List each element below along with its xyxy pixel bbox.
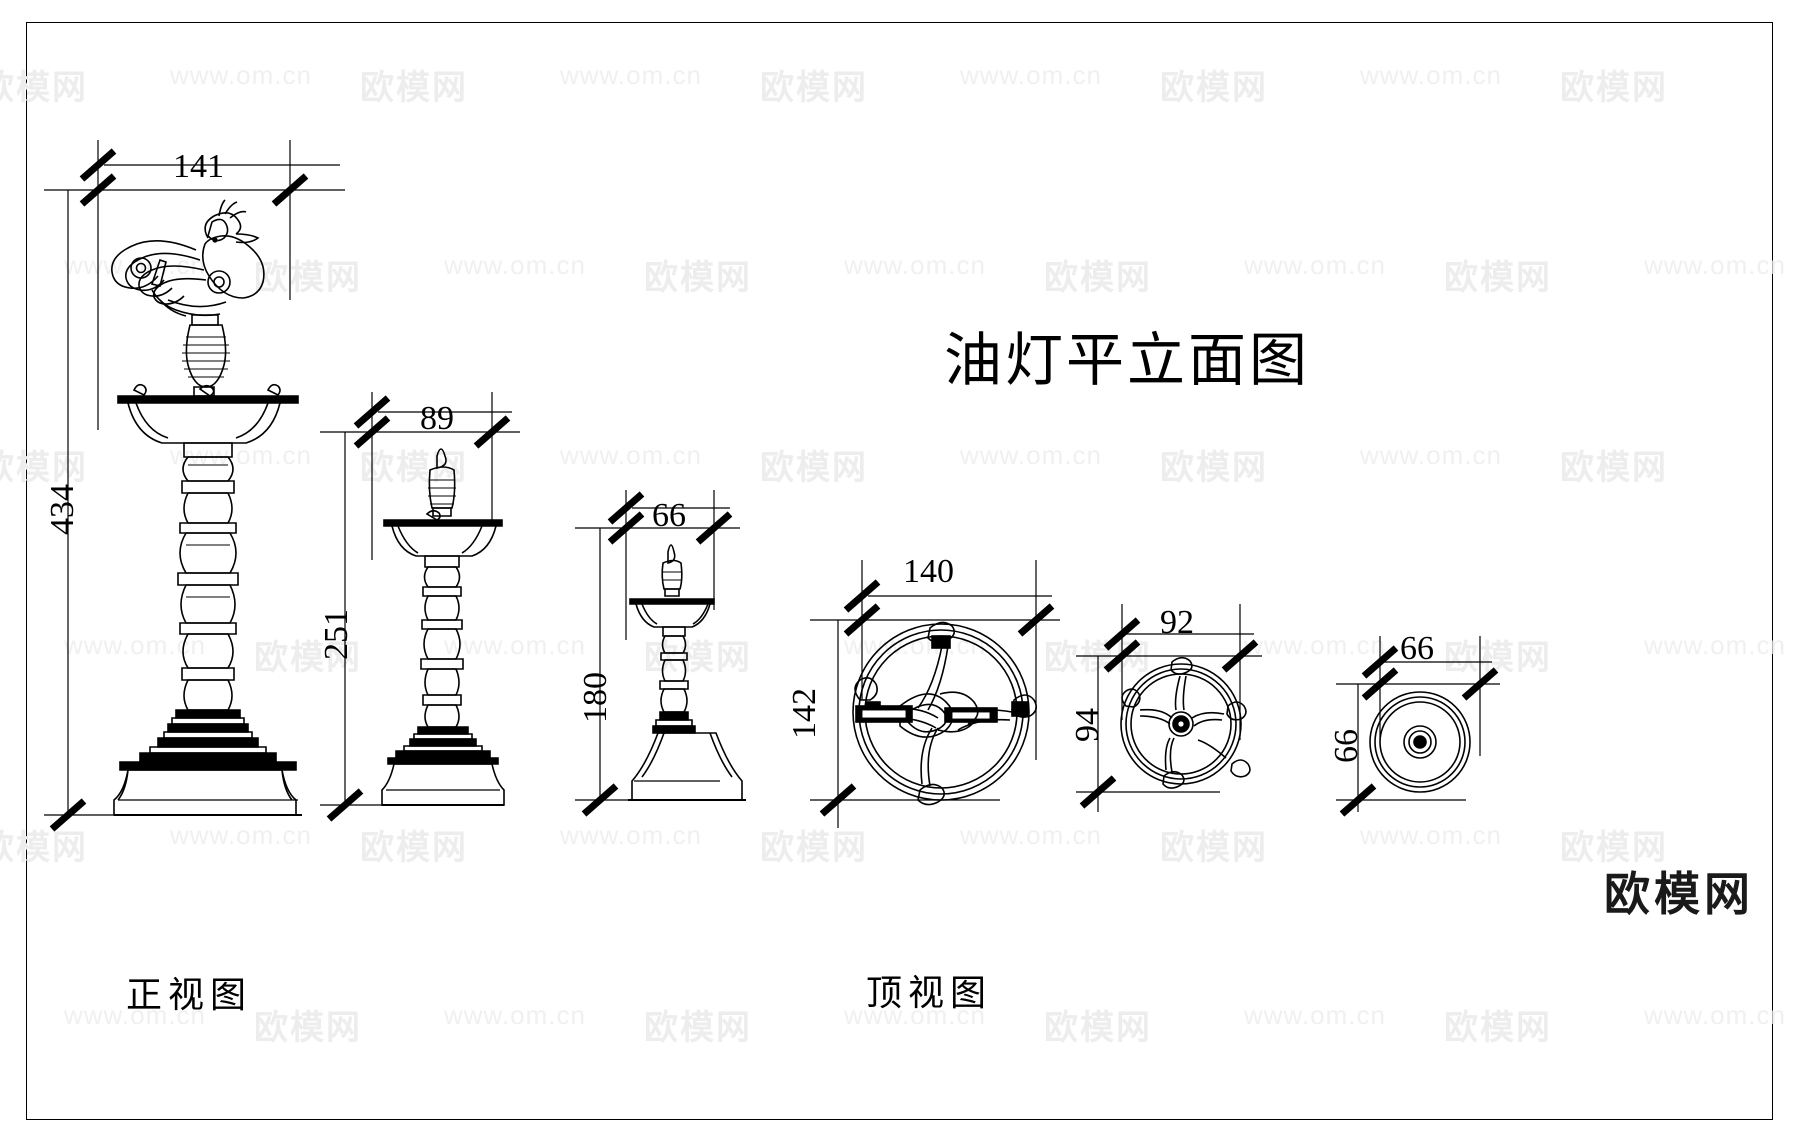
dimension-180: 180 — [577, 672, 614, 723]
dimension-142: 142 — [786, 688, 823, 739]
dimension-141: 141 — [173, 148, 224, 185]
dimension-94: 94 — [1069, 708, 1106, 742]
front-view-label: 正视图 — [126, 975, 253, 1015]
dimension-66-plan-height: 66 — [1328, 729, 1365, 763]
dimension-66-small-width: 66 — [652, 497, 686, 534]
drawing-title: 油灯平立面图 — [944, 328, 1311, 393]
plan-large — [810, 560, 1060, 828]
elevation-small — [575, 490, 746, 814]
dimension-66-plan-width: 66 — [1400, 630, 1434, 667]
dimension-89: 89 — [420, 400, 454, 437]
dimension-434: 434 — [44, 484, 81, 535]
dimension-251: 251 — [318, 609, 355, 660]
sheet-border-left — [26, 22, 27, 1120]
dimension-140: 140 — [903, 553, 954, 590]
brand-logo: 欧模网 — [1604, 868, 1754, 920]
sheet-border-bottom — [26, 1119, 1773, 1120]
sheet-border-right — [1772, 22, 1773, 1120]
elevation-medium — [320, 392, 520, 819]
sheet-border-top — [26, 22, 1773, 23]
top-view-label: 顶视图 — [866, 973, 993, 1013]
elevation-large — [44, 140, 345, 829]
plan-medium — [1076, 604, 1262, 812]
dimension-92: 92 — [1160, 604, 1194, 641]
plan-small — [1336, 636, 1500, 814]
